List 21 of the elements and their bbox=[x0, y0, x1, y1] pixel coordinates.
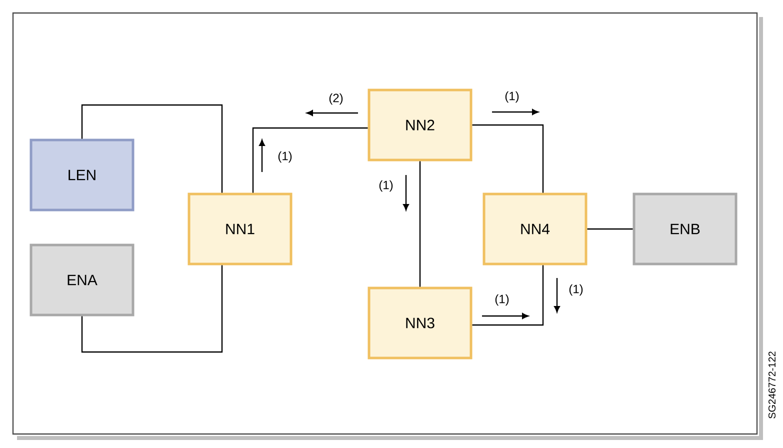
connector-line bbox=[419, 161, 421, 287]
connector-line bbox=[472, 265, 544, 326]
node-box: NN4 bbox=[482, 192, 588, 266]
edge-label: (1) bbox=[505, 91, 519, 103]
node-box: NN2 bbox=[368, 88, 472, 162]
edge-label: (1) bbox=[495, 294, 509, 306]
node-box: NN3 bbox=[368, 286, 472, 360]
server-box: ENA bbox=[30, 244, 134, 316]
connector-line bbox=[81, 265, 223, 353]
server-box: ENB bbox=[632, 192, 738, 266]
server-box: LEN bbox=[30, 138, 134, 212]
edge-label: (2) bbox=[329, 93, 343, 105]
connector-line bbox=[587, 228, 633, 230]
connector-line bbox=[81, 104, 223, 193]
edge-label: (1) bbox=[379, 180, 393, 192]
connector-line bbox=[472, 124, 544, 193]
connector-line bbox=[252, 127, 368, 193]
flow-label: (1) bbox=[569, 284, 583, 296]
flow-label: (1) bbox=[278, 151, 292, 163]
figure-id: SG246772-122 bbox=[768, 352, 776, 418]
node-box: NN1 bbox=[188, 192, 292, 266]
